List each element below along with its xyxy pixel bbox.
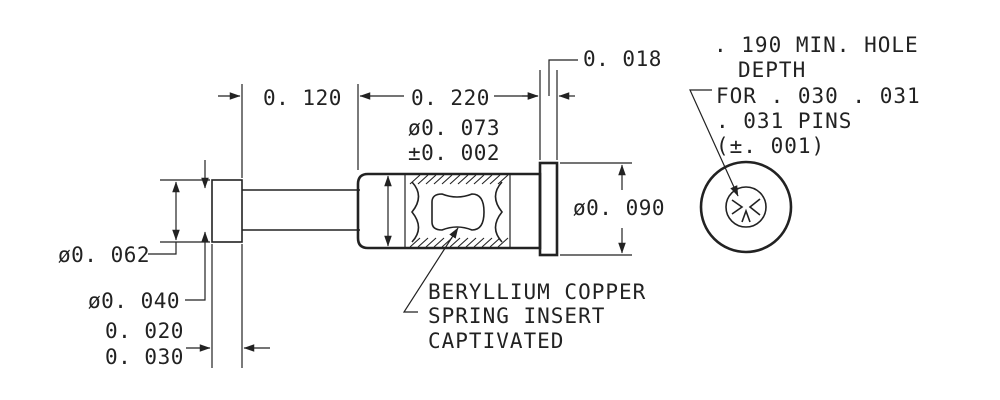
insert-left-wave — [410, 181, 420, 243]
end-view-inner-circle — [725, 186, 767, 228]
hole-note-line1: . 190 MIN. HOLE — [714, 33, 919, 57]
end-view-spring-fingers — [731, 198, 761, 223]
dim-head-diameter: ø0. 062 — [58, 243, 150, 267]
flange — [538, 161, 559, 257]
insert-right-wave — [494, 181, 504, 243]
insert-note-line1: BERYLLIUM COPPER — [428, 280, 646, 304]
insert-hatch-top — [409, 174, 509, 185]
hole-note-line5: (±. 001) — [716, 134, 825, 158]
pin-head — [211, 179, 243, 243]
hole-note-line2: DEPTH — [738, 58, 806, 82]
notes: BERYLLIUM COPPER SPRING INSERT CAPTIVATE… — [428, 33, 921, 353]
dim-head-length-max: 0. 030 — [105, 345, 184, 369]
dim-bore-tolerance: ±0. 002 — [408, 141, 500, 165]
end-view-leader — [689, 89, 739, 197]
dimension-labels: 0. 120 0. 220 0. 018 ø0. 073 ±0. 002 ø0.… — [58, 47, 665, 369]
insert-slot — [431, 193, 485, 231]
dim-bore-diameter: ø0. 073 — [408, 116, 500, 140]
hole-note-line3: FOR . 030 . 031 — [716, 84, 921, 108]
dim-head-length-min: 0. 020 — [105, 319, 184, 343]
barrel-body — [356, 172, 542, 250]
insert-note-line2: SPRING INSERT — [428, 304, 605, 328]
end-view-outer-circle — [699, 160, 793, 254]
dim-pin-diameter: ø0. 040 — [88, 289, 180, 313]
dim-length-head: 0. 120 — [263, 86, 342, 110]
insert-hatch-bottom — [409, 237, 509, 248]
dim-length-body: 0. 220 — [411, 86, 490, 110]
hole-note-line4: . 031 PINS — [716, 109, 852, 133]
part-side-view — [211, 161, 559, 257]
dim-flange-diameter: ø0. 090 — [573, 196, 665, 220]
end-view — [689, 89, 793, 254]
dimension-lines — [148, 59, 626, 352]
insert-note-line3: CAPTIVATED — [428, 329, 564, 353]
dim-flange-thickness: 0. 018 — [583, 47, 662, 71]
